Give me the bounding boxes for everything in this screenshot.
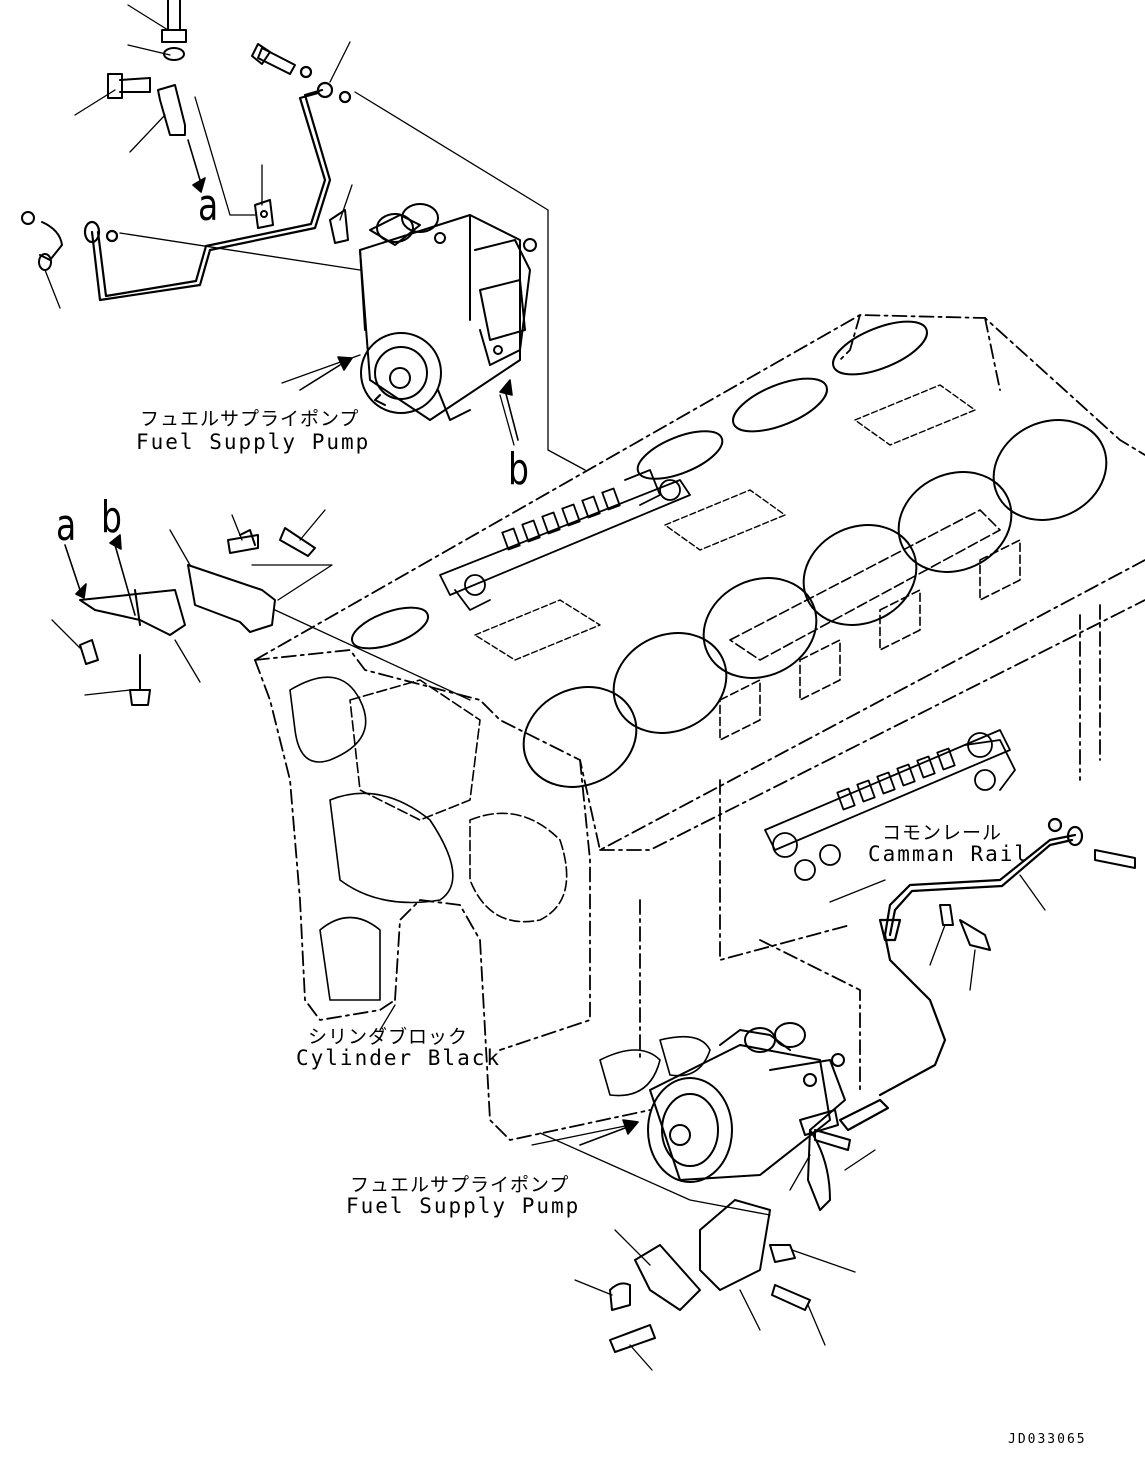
drawing-code: JD033065 — [1008, 1432, 1087, 1447]
pipe-clamps-top — [21, 84, 349, 271]
reference-arrows — [64, 139, 639, 1146]
fuel-supply-pump-bottom — [647, 1022, 846, 1183]
bracket-assembly-left — [79, 527, 316, 706]
fuel-supply-pump-top — [359, 203, 537, 421]
pump-bottom-label-en: Fuel Supply Pump — [346, 1194, 581, 1218]
block-details — [289, 509, 1021, 1097]
bracket-assembly-bottom — [609, 849, 1136, 1353]
common-rail-label-jp: コモンレール — [882, 822, 1003, 844]
fuel-pipe-top — [83, 65, 352, 302]
cylinder-block — [254, 314, 1145, 1141]
bolts-top — [107, 0, 296, 99]
leader-lines — [44, 4, 1046, 1371]
common-rail-lower — [764, 729, 1016, 881]
pump-top-label-en: Fuel Supply Pump — [136, 430, 371, 454]
ref-letter-b-bracket: b — [101, 492, 123, 543]
cylinder-block-label-jp: シリンダブロック — [308, 1026, 469, 1048]
pump-bottom-label-jp: フュエルサプライポンプ — [350, 1174, 570, 1196]
fuel-pipe-lower — [838, 817, 1084, 1132]
block-top-rectangles — [474, 384, 976, 661]
ref-letter-b-top: b — [508, 444, 530, 495]
ref-letter-a-top: a — [198, 180, 219, 231]
common-rail-top — [439, 469, 691, 611]
cylinder-block-label-en: Cylinder Black — [296, 1046, 502, 1070]
cylinder-bores — [351, 320, 1108, 788]
pump-top-label-jp: フュエルサプライポンプ — [140, 408, 360, 430]
ref-letter-a-bracket: a — [56, 500, 77, 551]
common-rail-label-en: Camman Rail — [868, 842, 1030, 866]
